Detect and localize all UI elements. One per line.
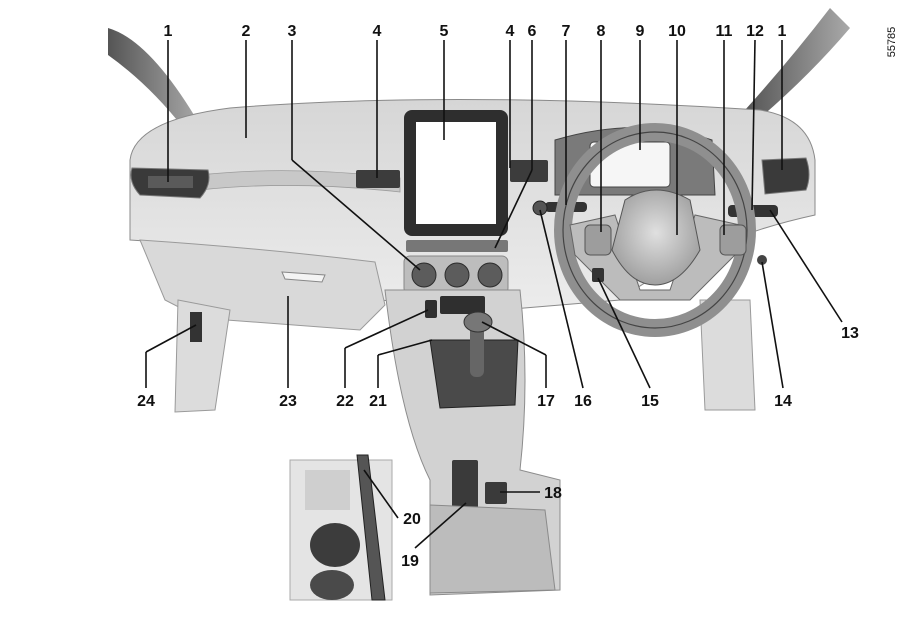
label-15: 15 (641, 393, 659, 410)
label-20: 20 (403, 511, 421, 528)
climate-knob-centre (444, 262, 470, 288)
console-storage (452, 460, 478, 508)
figure-code: 55785 (886, 27, 898, 58)
right-a-pillar (745, 8, 850, 118)
leader-15 (597, 277, 651, 389)
handbrake-lever (356, 454, 386, 601)
leader-20 (363, 469, 399, 519)
cruise-control-switch (592, 268, 604, 282)
label-24: 24 (137, 393, 155, 410)
console-left-switch (425, 300, 437, 318)
label-1-left: 1 (164, 23, 173, 40)
label-18: 18 (544, 485, 562, 502)
rear-cupholder-lower (310, 570, 354, 600)
leader-3b (291, 159, 421, 271)
leader-21b (377, 339, 433, 356)
label-9: 9 (636, 23, 645, 40)
leader-19 (414, 502, 467, 549)
label-19: 19 (401, 553, 419, 570)
label-6: 6 (528, 23, 537, 40)
steering-wheel-hub (611, 189, 701, 286)
label-12: 12 (746, 23, 764, 40)
right-side-vent (761, 157, 810, 195)
bonnet-release (190, 312, 202, 342)
rear-cupholder (310, 523, 360, 567)
label-21: 21 (369, 393, 387, 410)
right-side-switch (757, 255, 767, 265)
armrest (429, 504, 556, 594)
screen-button-strip (406, 240, 508, 252)
console-switch-panel (440, 296, 485, 314)
label-5: 5 (440, 23, 449, 40)
start-button (532, 200, 548, 216)
wheel-right-buttons (719, 224, 747, 256)
label-13: 13 (841, 325, 859, 342)
label-3: 3 (288, 23, 297, 40)
label-7: 7 (562, 23, 571, 40)
leader-13 (769, 209, 843, 323)
label-17: 17 (537, 393, 555, 410)
glovebox-handle (281, 271, 326, 283)
label-16: 16 (574, 393, 592, 410)
label-1-right: 1 (778, 23, 787, 40)
leader-12 (751, 39, 756, 211)
label-23: 23 (279, 393, 297, 410)
left-vent-slats (148, 176, 193, 188)
gear-knob (463, 311, 493, 333)
leader-16 (539, 209, 584, 389)
leader-17b (481, 321, 547, 356)
label-22: 22 (336, 393, 354, 410)
centre-right-vent (510, 160, 548, 182)
label-11: 11 (716, 23, 733, 40)
leader-24b (145, 324, 197, 353)
rear-inset-panel (305, 470, 350, 510)
label-4-right: 4 (506, 23, 515, 40)
usb-socket-panel (485, 482, 507, 504)
label-2: 2 (242, 23, 251, 40)
gear-shaft (470, 322, 484, 377)
centre-left-vent (356, 170, 400, 188)
leader-6b (494, 169, 533, 249)
leader-22b (344, 309, 429, 349)
label-8: 8 (597, 23, 606, 40)
climate-knob-right (477, 262, 503, 288)
label-14: 14 (774, 393, 792, 410)
right-door-trim (699, 299, 756, 411)
steering-wheel-rim-edge (562, 131, 748, 329)
label-4-left: 4 (373, 23, 382, 40)
trim-band (199, 170, 401, 193)
multimedia-screen (416, 122, 496, 224)
wheel-left-buttons (584, 224, 612, 256)
left-door-trim (174, 299, 231, 413)
leader-14 (761, 261, 784, 389)
left-a-pillar (108, 28, 200, 130)
label-10: 10 (668, 23, 686, 40)
